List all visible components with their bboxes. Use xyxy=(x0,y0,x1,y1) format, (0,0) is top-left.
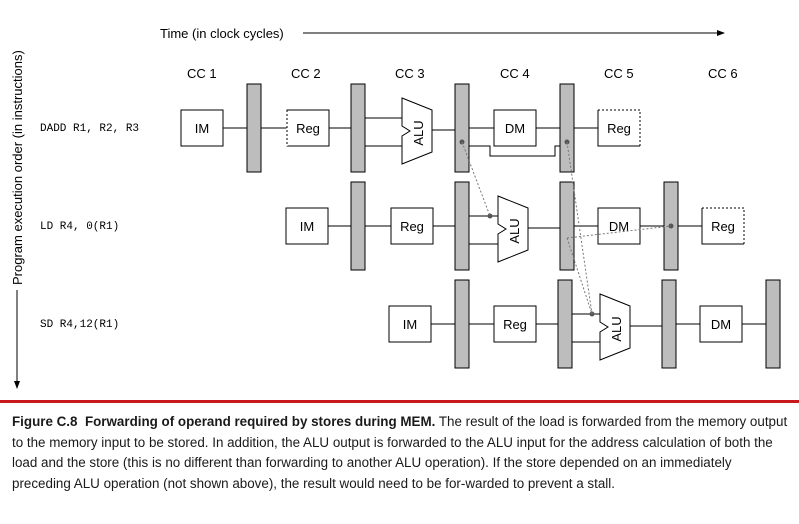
pipeline-register xyxy=(557,279,573,369)
instruction-label: SD R4,12(R1) xyxy=(40,319,119,331)
svg-text:ALU: ALU xyxy=(507,218,522,243)
instruction-label: LD R4, 0(R1) xyxy=(40,221,119,233)
pipeline-register xyxy=(454,279,470,369)
cc-label: CC 4 xyxy=(500,66,530,81)
cc-label: CC 5 xyxy=(604,66,634,81)
pipeline-diagram: Time (in clock cycles) Program execution… xyxy=(10,26,781,389)
pipeline-register xyxy=(350,83,366,173)
caption-divider xyxy=(0,400,799,403)
pipeline-register xyxy=(765,279,781,369)
svg-text:ALU: ALU xyxy=(609,316,624,341)
im-stage: IM xyxy=(195,121,209,136)
svg-text:Reg: Reg xyxy=(607,121,631,136)
dm-stage: DM xyxy=(505,121,525,136)
order-axis-label: Program execution order (in instructions… xyxy=(10,50,25,285)
reg-stage: Reg xyxy=(296,121,320,136)
cc-label: CC 1 xyxy=(187,66,217,81)
pipeline-register xyxy=(350,181,366,271)
pipeline-row-sd: IM Reg ALU DM xyxy=(388,279,781,369)
cc-label: CC 3 xyxy=(395,66,425,81)
pipeline-row-dadd: IM Reg ALU DM Reg xyxy=(180,83,641,173)
svg-text:Reg: Reg xyxy=(503,317,527,332)
svg-text:ALU: ALU xyxy=(411,120,426,145)
svg-text:IM: IM xyxy=(300,219,314,234)
time-axis-label: Time (in clock cycles) xyxy=(160,26,284,41)
svg-text:Reg: Reg xyxy=(400,219,424,234)
pipeline-register xyxy=(559,181,575,271)
pipeline-row-ld: IM Reg ALU DM Reg xyxy=(285,181,745,271)
pipeline-register xyxy=(454,83,470,173)
caption-title: Forwarding of operand required by stores… xyxy=(84,414,436,429)
alu-stage xyxy=(401,97,433,165)
pipeline-register xyxy=(661,279,677,369)
pipeline-register xyxy=(454,181,470,271)
svg-text:IM: IM xyxy=(403,317,417,332)
svg-text:DM: DM xyxy=(711,317,731,332)
svg-text:Reg: Reg xyxy=(711,219,735,234)
figure-caption: Figure C.8 Forwarding of operand require… xyxy=(12,412,788,494)
cc-label: CC 6 xyxy=(708,66,738,81)
pipeline-register xyxy=(246,83,262,173)
svg-text:DM: DM xyxy=(609,219,629,234)
caption-text: The result of the load is forwarded from… xyxy=(12,414,788,491)
forwarding-paths xyxy=(461,141,672,315)
caption-label: Figure C.8 xyxy=(12,414,78,429)
pipeline-register xyxy=(559,83,575,173)
cc-label: CC 2 xyxy=(291,66,321,81)
instruction-label: DADD R1, R2, R3 xyxy=(40,123,139,135)
